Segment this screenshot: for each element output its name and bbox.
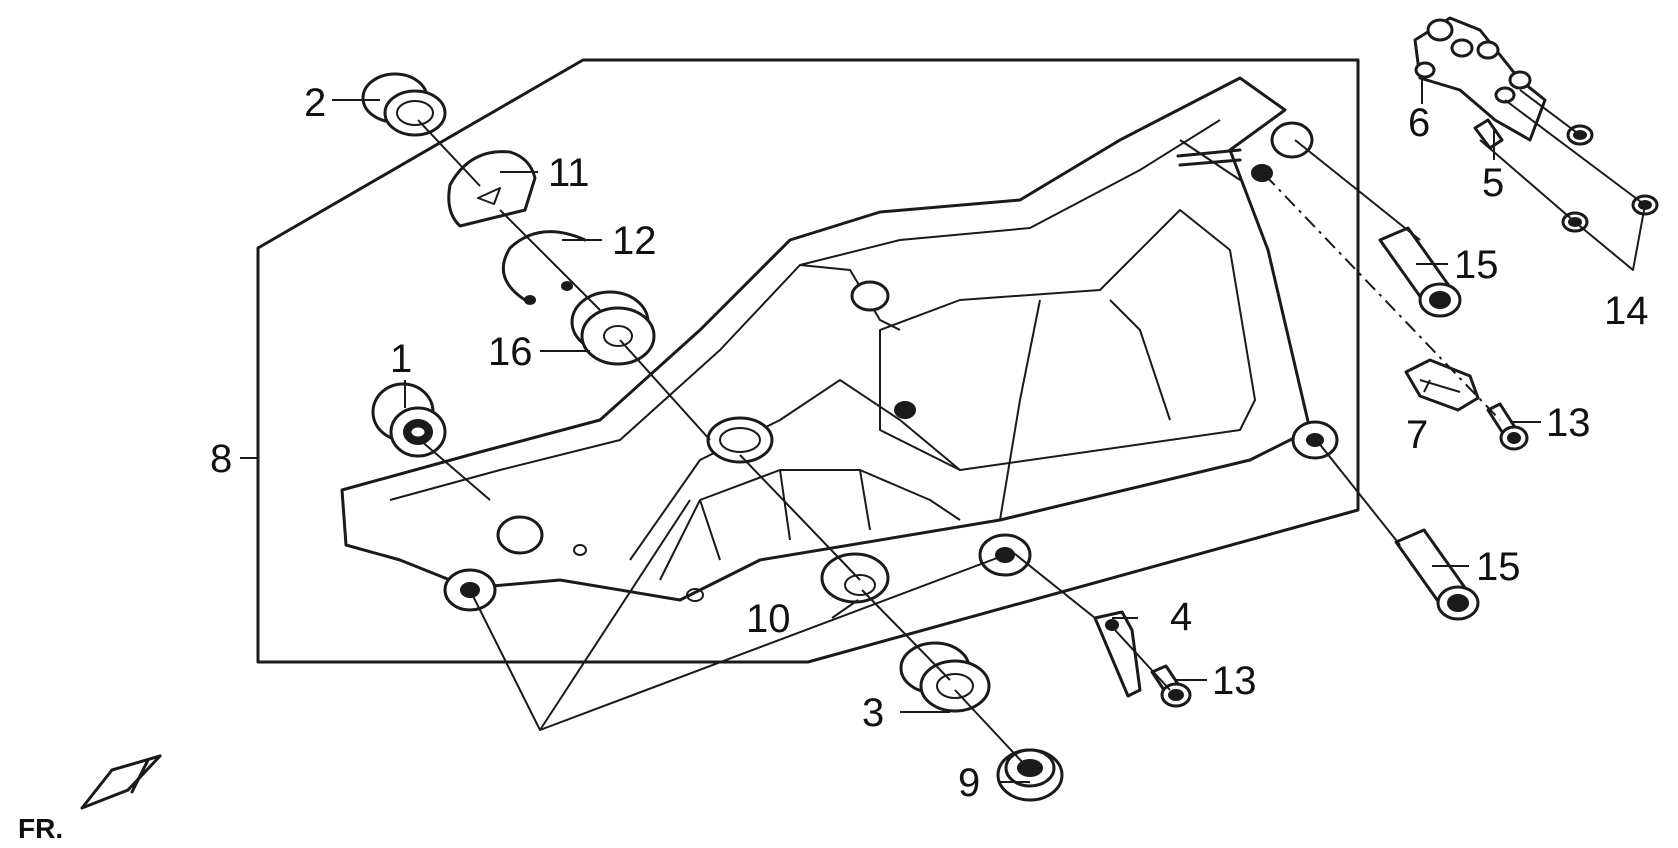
bushing-part-3 — [899, 641, 991, 713]
callout-1: 1 — [390, 337, 412, 381]
callout-6: 6 — [1408, 101, 1430, 145]
callout-14: 14 — [1604, 289, 1649, 333]
callout-7: 7 — [1406, 413, 1428, 457]
flange-nut-part-9 — [996, 748, 1064, 802]
callout-15-upper: 15 — [1454, 243, 1499, 287]
bolt-part-13-upper — [1486, 402, 1529, 451]
callout-13-upper: 13 — [1546, 401, 1591, 445]
callout-10: 10 — [746, 597, 791, 641]
callout-15-lower: 15 — [1476, 545, 1521, 589]
bolt-part-14-upper — [1566, 124, 1659, 216]
bracket-part-4 — [1093, 610, 1142, 698]
bolt-part-15-upper — [1378, 226, 1462, 318]
callout-5: 5 — [1482, 161, 1504, 205]
callout-2: 2 — [304, 81, 326, 125]
clip-part-7 — [1404, 358, 1480, 412]
callout-3: 3 — [862, 691, 884, 735]
callout-4: 4 — [1170, 595, 1192, 639]
bracket-assembly-part-6-5 — [1413, 16, 1547, 150]
front-direction-label: FR. — [18, 813, 63, 844]
front-direction-arrow-icon — [80, 754, 162, 810]
callout-11: 11 — [548, 151, 590, 195]
bushing-part-16 — [570, 290, 656, 366]
washer-plate-part-11 — [447, 150, 537, 228]
callout-13-lower: 13 — [1212, 659, 1257, 703]
bushing-part-2 — [361, 72, 447, 137]
callout-9: 9 — [958, 761, 980, 805]
callout-8: 8 — [210, 437, 232, 481]
bushing-part-1 — [371, 382, 447, 458]
leader-lines — [240, 78, 1646, 783]
callout-12: 12 — [612, 219, 657, 263]
circlip-part-12 — [501, 230, 587, 305]
swing-arm-body — [340, 76, 1339, 612]
bolt-part-15-lower — [1394, 528, 1480, 621]
callout-16: 16 — [488, 330, 533, 374]
bolt-part-13-lower — [1150, 664, 1192, 708]
assembly-boundary-outline — [256, 58, 1360, 664]
axis-lines — [417, 89, 1646, 766]
washer-part-10 — [820, 552, 890, 604]
